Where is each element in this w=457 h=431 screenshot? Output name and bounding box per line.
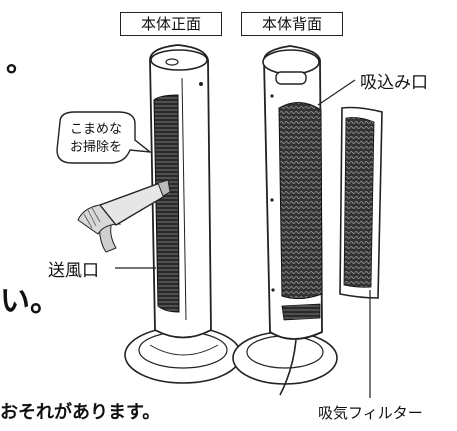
back-fan [232, 45, 338, 396]
speech-bubble [56, 111, 153, 164]
intake-leader-line [317, 79, 356, 106]
cutoff-text-middle: い。 [0, 284, 60, 319]
front-label: 本体正面 [120, 12, 222, 36]
bubble-text-line1: こまめな [69, 122, 122, 137]
cutoff-text-top: 。 [6, 45, 35, 78]
intake-label: 吸込み口 [360, 73, 428, 93]
bubble-text-line2: お掃除を [69, 140, 122, 155]
outlet-label: 送風口 [48, 261, 99, 281]
front-fan [124, 44, 242, 384]
back-label: 本体背面 [241, 12, 343, 36]
cutoff-text-bottom: おそれがあります。 [0, 402, 161, 423]
intake-filter [339, 106, 383, 299]
vacuum-nozzle-icon [77, 179, 171, 253]
filter-label: 吸気フィルター [318, 404, 423, 422]
